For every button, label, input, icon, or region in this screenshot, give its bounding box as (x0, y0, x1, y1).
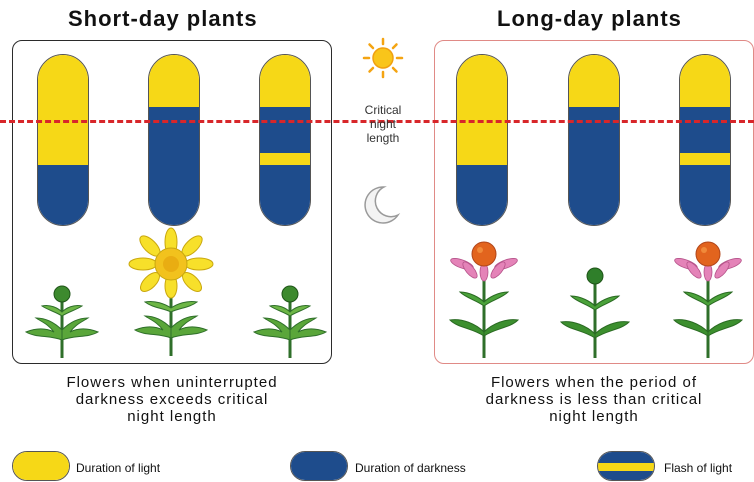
long-day-bar-continuous (456, 54, 508, 226)
long-day-title: Long-day plants (497, 6, 682, 32)
darkness-segment (457, 165, 507, 226)
legend-flash-swatch (597, 451, 655, 481)
flash-segment (680, 153, 730, 165)
legend-darkness-swatch (290, 451, 348, 481)
short-day-bar-continuous (37, 54, 89, 226)
light-segment (38, 55, 88, 165)
short-day-bar-flash (259, 54, 311, 226)
short-day-plant-flowering (128, 228, 214, 358)
long-day-plant-bud (559, 266, 631, 360)
light-segment (149, 55, 199, 107)
short-day-plant-bud-1 (22, 280, 102, 360)
short-day-caption: Flowers when uninterrupted darkness exce… (12, 374, 332, 425)
long-day-caption: Flowers when the period of darkness is l… (434, 374, 754, 425)
critical-night-length-label: Critical night length (352, 103, 414, 145)
long-day-bar-long-night (568, 54, 620, 226)
short-day-bar-long-night (148, 54, 200, 226)
sun-icon (363, 38, 403, 78)
light-segment (260, 55, 310, 107)
darkness-segment (260, 107, 310, 226)
light-segment (680, 55, 730, 107)
short-day-title: Short-day plants (68, 6, 258, 32)
legend-flash-label: Flash of light (664, 461, 732, 475)
short-day-plant-bud-2 (250, 280, 330, 360)
darkness-segment (38, 165, 88, 226)
flash-segment (260, 153, 310, 165)
long-day-bar-flash (679, 54, 731, 226)
legend-darkness-label: Duration of darkness (355, 461, 466, 475)
darkness-segment (569, 107, 619, 226)
long-day-plant-flowering-1 (448, 236, 520, 360)
light-segment (457, 55, 507, 165)
legend-light-label: Duration of light (76, 461, 160, 475)
darkness-segment (680, 107, 730, 226)
legend-light-swatch (12, 451, 70, 481)
light-segment (569, 55, 619, 107)
long-day-plant-flowering-2 (672, 236, 744, 360)
moon-icon (362, 185, 400, 225)
darkness-segment (149, 107, 199, 226)
